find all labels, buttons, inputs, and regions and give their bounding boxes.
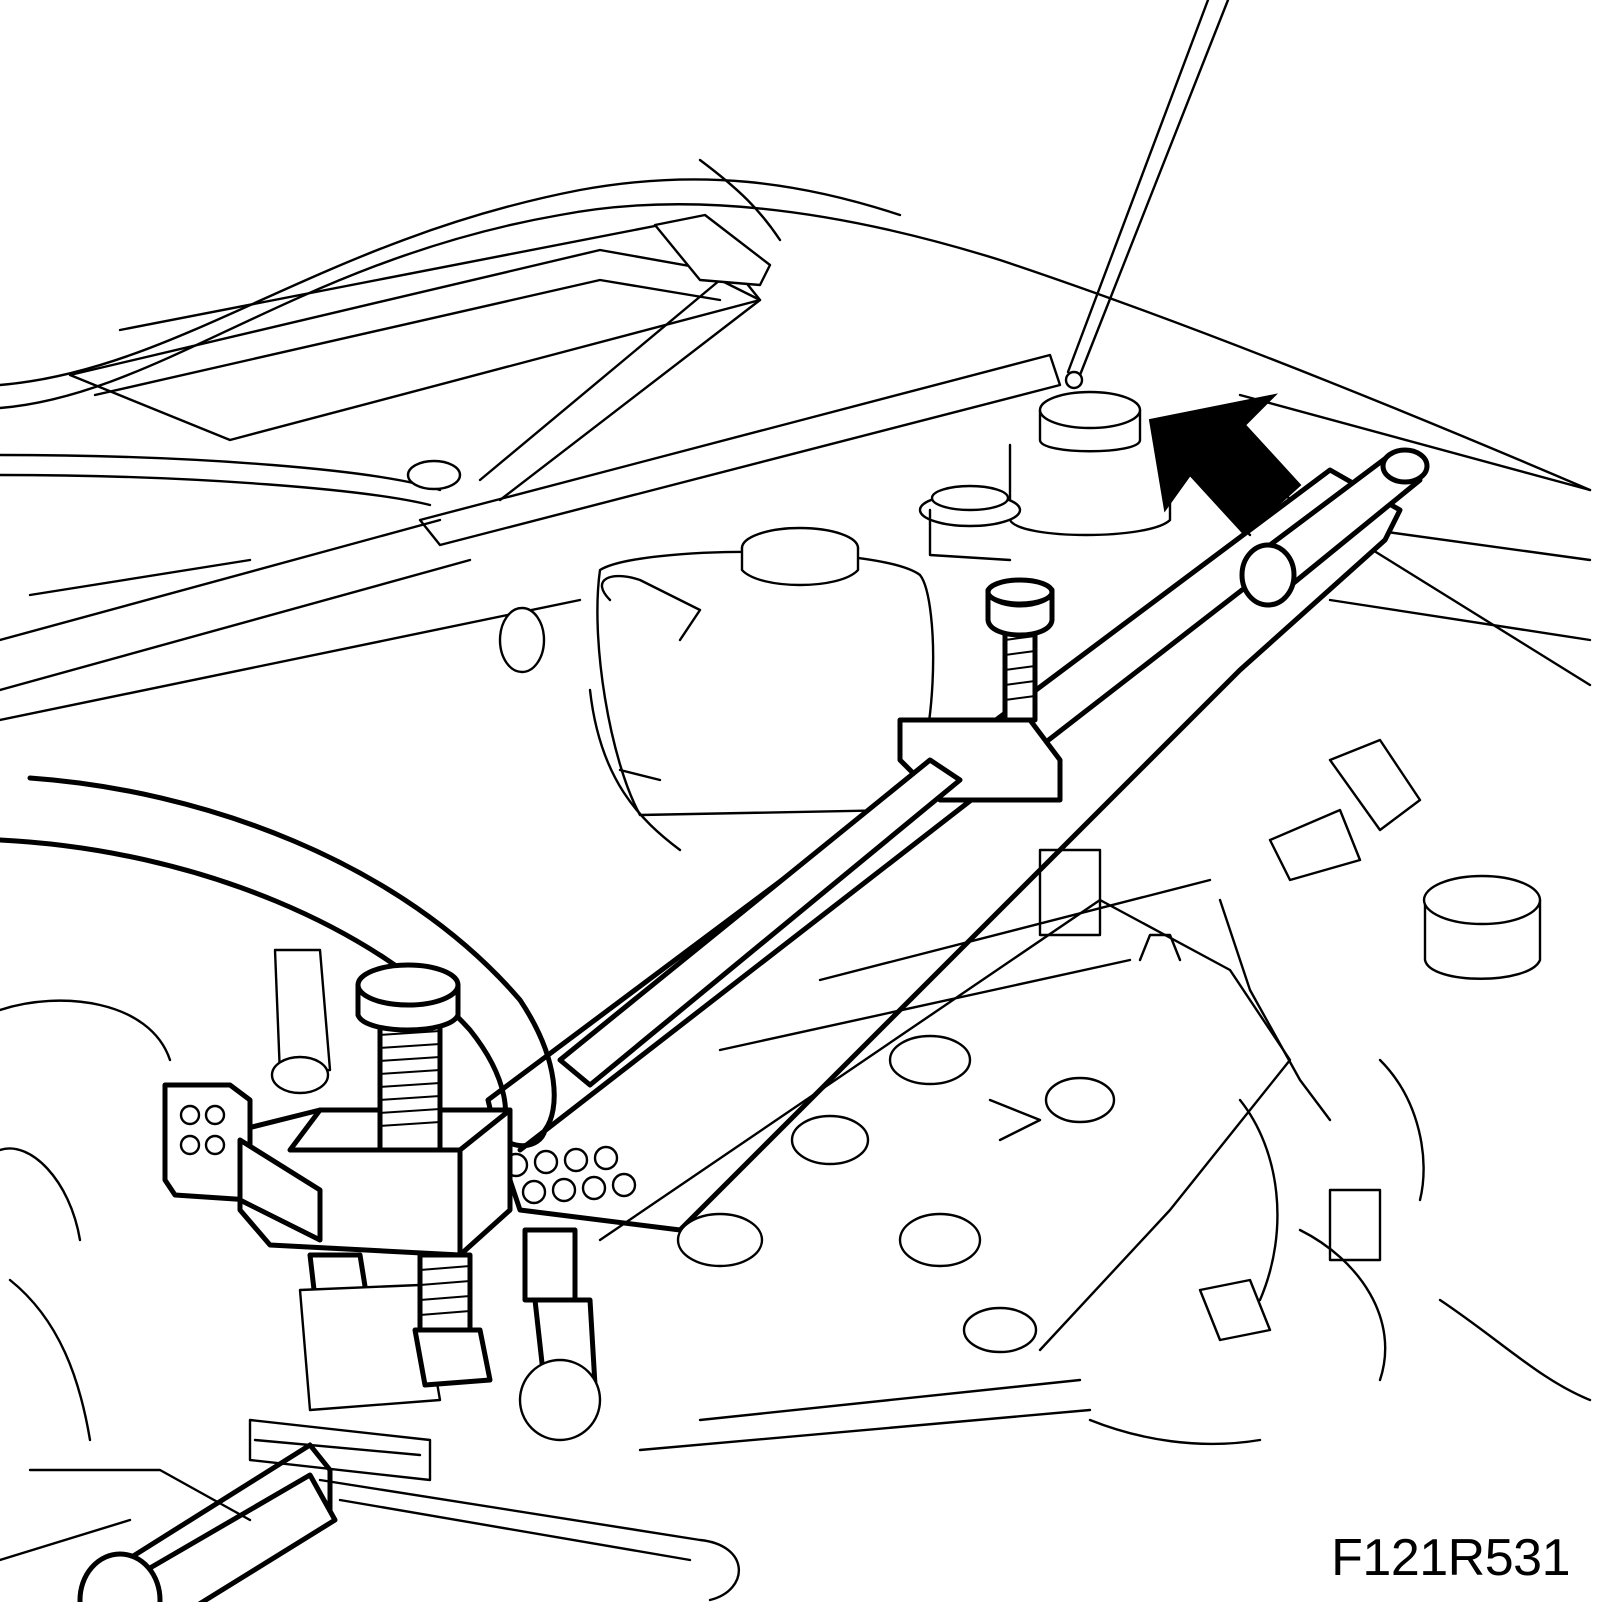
lower-left-parts [0,948,1092,1602]
hood-prop-rod [1064,0,1230,390]
cowl-panel [0,213,1062,722]
strut-tower-cap [918,390,1172,562]
right-components [1088,738,1592,1446]
coolant-reservoir [498,526,935,852]
direction-arrow [1148,393,1302,537]
figure-id-label: F121R531 [1331,1529,1570,1587]
puller-bar [485,447,1430,1233]
cylinder-head [598,848,1292,1354]
lower-clamp-block [77,962,513,1602]
bar-holes [503,1145,637,1205]
puller-legs [298,1227,602,1442]
upper-clamp-bolt [557,577,1063,1088]
